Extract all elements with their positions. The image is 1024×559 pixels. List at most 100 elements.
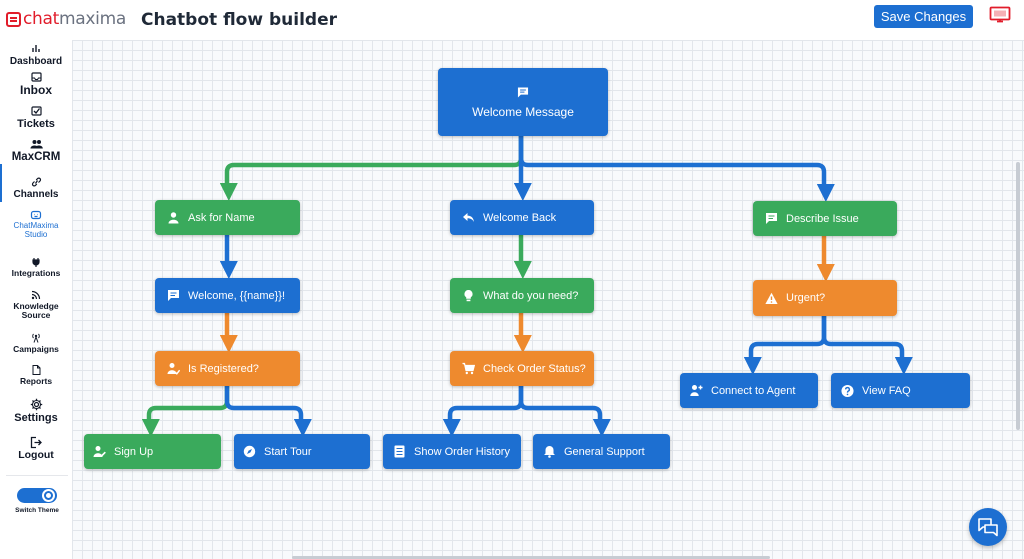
sidebar-item-dashboard[interactable]: Dashboard bbox=[0, 44, 72, 67]
list-icon bbox=[394, 445, 405, 458]
horizontal-scrollbar[interactable] bbox=[292, 556, 770, 559]
rss-icon bbox=[0, 290, 72, 301]
flow-node-sign-up[interactable]: Sign Up bbox=[84, 434, 221, 469]
node-label: Describe Issue bbox=[786, 212, 859, 225]
sidebar-item-logout[interactable]: Logout bbox=[0, 436, 72, 462]
message-icon bbox=[766, 213, 777, 224]
flow-node-welcome-back[interactable]: Welcome Back bbox=[450, 200, 594, 235]
flow-node-welcome-message[interactable]: Welcome Message bbox=[438, 68, 608, 136]
tickets-icon bbox=[0, 106, 72, 117]
gear-icon bbox=[0, 398, 72, 411]
theme-toggle-knob bbox=[42, 489, 55, 502]
node-label: Connect to Agent bbox=[711, 384, 796, 397]
vertical-scrollbar[interactable] bbox=[1016, 162, 1020, 430]
sidebar-item-label: Inbox bbox=[20, 83, 52, 97]
sidebar-item-settings[interactable]: Settings bbox=[0, 398, 72, 424]
connector-urgent-to-faq bbox=[821, 313, 913, 375]
chat-widget-button[interactable] bbox=[969, 508, 1007, 546]
flow-node-view-faq[interactable]: View FAQ bbox=[831, 373, 970, 408]
top-header: chatmaxima Chatbot flow builder Save Cha… bbox=[0, 0, 1024, 40]
node-label: Welcome Back bbox=[483, 211, 557, 224]
sidebar-item-campaigns[interactable]: Campaigns bbox=[0, 333, 72, 354]
flow-node-describe-issue[interactable]: Describe Issue bbox=[753, 201, 897, 236]
node-label: Welcome, {{name}}! bbox=[188, 289, 286, 302]
sidebar-item-label: MaxCRM bbox=[11, 151, 61, 163]
node-label: Check Order Status? bbox=[483, 362, 586, 375]
sidebar-item-label: Logout bbox=[18, 449, 54, 461]
bell-icon bbox=[544, 446, 555, 458]
users-icon bbox=[0, 139, 72, 150]
sidebar-item-chatmaxima-studio[interactable]: ChatMaxima Studio bbox=[0, 210, 72, 240]
logo-text-chat: chat bbox=[23, 9, 60, 29]
plug-icon bbox=[0, 257, 72, 268]
logo-text: chatmaxima bbox=[23, 9, 126, 29]
sidebar-active-indicator bbox=[0, 164, 2, 202]
node-label: View FAQ bbox=[862, 384, 911, 397]
node-label: Show Order History bbox=[414, 445, 510, 458]
node-label: Start Tour bbox=[264, 445, 312, 458]
bot-icon bbox=[0, 210, 72, 221]
node-label: What do you need? bbox=[483, 289, 579, 302]
sidebar-item-label: Tickets bbox=[17, 118, 55, 130]
sidebar-item-knowledge-source[interactable]: Knowledge Source bbox=[0, 290, 72, 321]
sidebar-item-reports[interactable]: Reports bbox=[0, 365, 72, 386]
connector-check-order-to-support bbox=[518, 383, 611, 437]
sidebar-item-label: Dashboard bbox=[9, 56, 63, 67]
sidebar-item-label: Settings bbox=[14, 412, 58, 424]
flow-connectors bbox=[141, 133, 913, 437]
connector-check-order-to-history bbox=[442, 383, 524, 437]
flow-node-urgent[interactable]: Urgent? bbox=[753, 280, 897, 316]
chatmaxima-logo[interactable]: chatmaxima bbox=[6, 9, 126, 29]
lightbulb-icon bbox=[464, 289, 473, 302]
flow-node-show-order-history[interactable]: Show Order History bbox=[383, 434, 521, 469]
logo-text-maxima: maxima bbox=[59, 9, 126, 29]
save-changes-button[interactable]: Save Changes bbox=[874, 5, 973, 28]
connector-is-registered-to-start-tour bbox=[224, 383, 312, 437]
inbox-icon bbox=[0, 72, 72, 83]
flow-canvas[interactable]: Welcome Message Ask for Name Welcome, {{… bbox=[72, 40, 1024, 559]
node-label: General Support bbox=[564, 445, 645, 458]
reply-icon bbox=[463, 213, 474, 222]
flow-node-general-support[interactable]: General Support bbox=[533, 434, 670, 469]
sidebar-item-label: ChatMaxima Studio bbox=[13, 221, 59, 239]
logo-icon bbox=[6, 11, 21, 27]
flow-node-welcome-name[interactable]: Welcome, {{name}}! bbox=[155, 278, 300, 313]
theme-toggle[interactable] bbox=[17, 488, 57, 503]
link-icon bbox=[0, 177, 72, 188]
sidebar-item-maxcrm[interactable]: MaxCRM bbox=[0, 139, 72, 164]
sidebar-item-label: Campaigns bbox=[13, 344, 59, 354]
connector-root-to-ask-name bbox=[219, 133, 524, 201]
page-title: Chatbot flow builder bbox=[141, 10, 337, 30]
flow-node-what-do-you-need[interactable]: What do you need? bbox=[450, 278, 594, 313]
sidebar-item-tickets[interactable]: Tickets bbox=[0, 106, 72, 130]
question-icon bbox=[841, 384, 854, 397]
flow-node-connect-to-agent[interactable]: Connect to Agent bbox=[680, 373, 818, 408]
sidebar-item-label: Knowledge Source bbox=[13, 301, 59, 321]
warning-icon bbox=[765, 292, 778, 304]
message-icon bbox=[168, 290, 179, 301]
monitor-icon[interactable] bbox=[989, 6, 1011, 24]
sidebar-item-integrations[interactable]: Integrations bbox=[0, 257, 72, 278]
flow-node-start-tour[interactable]: Start Tour bbox=[234, 434, 370, 469]
connector-urgent-to-agent bbox=[743, 313, 827, 375]
sidebar-divider bbox=[6, 475, 68, 476]
agent-icon bbox=[690, 385, 703, 396]
sidebar-item-label: Reports bbox=[19, 376, 53, 386]
user-icon bbox=[168, 212, 179, 224]
flow-node-check-order-status[interactable]: Check Order Status? bbox=[450, 351, 594, 386]
sidebar-item-label: Integrations bbox=[11, 268, 61, 278]
file-icon bbox=[0, 365, 72, 376]
flow-node-ask-for-name[interactable]: Ask for Name bbox=[155, 200, 300, 235]
cart-icon bbox=[462, 362, 475, 375]
message-icon bbox=[517, 86, 529, 98]
node-label: Is Registered? bbox=[188, 362, 259, 375]
sidebar-item-inbox[interactable]: Inbox bbox=[0, 72, 72, 97]
sidebar-item-label: Channels bbox=[13, 189, 59, 200]
antenna-icon bbox=[0, 333, 72, 344]
sidebar-item-channels[interactable]: Channels bbox=[0, 177, 72, 200]
flow-node-is-registered[interactable]: Is Registered? bbox=[155, 351, 300, 386]
user-edit-icon bbox=[93, 446, 106, 457]
logout-icon bbox=[0, 436, 72, 449]
theme-toggle-label: Switch Theme bbox=[15, 507, 59, 514]
dashboard-icon bbox=[0, 44, 72, 55]
